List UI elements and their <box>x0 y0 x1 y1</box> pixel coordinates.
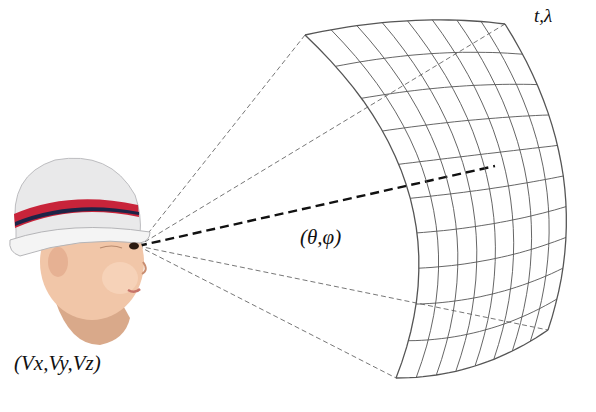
view-sphere-mesh <box>305 20 566 378</box>
math-label: (Vx,Vy,Vz) <box>14 352 101 375</box>
mesh-line <box>357 26 458 375</box>
sight-ray <box>138 246 396 378</box>
mesh-line <box>383 115 549 131</box>
mesh-line <box>336 52 523 66</box>
mesh-line <box>457 20 532 351</box>
mesh-line <box>432 20 513 359</box>
mesh-line <box>408 299 557 341</box>
mesh-line <box>305 20 505 35</box>
mesh-line <box>305 35 419 378</box>
mesh-line <box>481 22 549 342</box>
mesh-line <box>417 207 566 233</box>
sight-ray <box>138 246 548 330</box>
sight-ray <box>138 24 505 246</box>
mesh-line <box>416 268 563 304</box>
mesh-line <box>419 237 566 268</box>
math-label: t,λ <box>534 6 552 27</box>
mesh-line <box>396 330 548 378</box>
mesh-line <box>399 145 558 164</box>
mesh-line <box>410 176 563 198</box>
mesh-line <box>361 84 537 98</box>
math-label: (θ,φ) <box>300 226 341 249</box>
mesh-line <box>382 23 477 372</box>
mesh-line <box>331 30 438 378</box>
child-head <box>10 158 150 345</box>
